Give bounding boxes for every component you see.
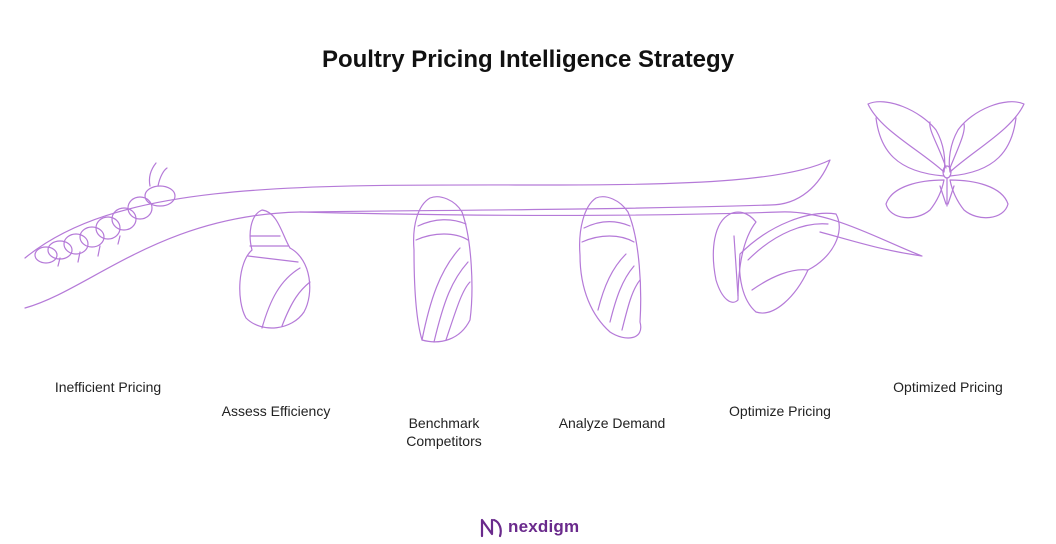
early-pupa-icon	[239, 209, 311, 329]
stage-label-optimized-pricing: Optimized Pricing	[893, 379, 1003, 395]
brand-name: nexdigm	[508, 517, 580, 536]
stage-label-assess-efficiency: Assess Efficiency	[221, 403, 331, 419]
stage-label-benchmark-competitors: Benchmark Competitors	[406, 415, 482, 449]
caterpillar-icon	[34, 162, 176, 267]
stage-label-analyze-demand: Analyze Demand	[558, 415, 666, 431]
butterfly-icon	[867, 101, 1025, 219]
brand-logo: nexdigm	[480, 514, 579, 540]
chrysalis-icon	[413, 196, 473, 343]
mature-chrysalis-icon	[579, 196, 642, 339]
branch-icon	[24, 159, 923, 309]
nexdigm-logo-icon	[480, 518, 502, 538]
stage-label-optimize-pricing: Optimize Pricing	[729, 403, 831, 419]
diagram-title: Poultry Pricing Intelligence Strategy	[321, 46, 735, 73]
emerging-butterfly-icon	[712, 211, 840, 314]
stage-label-inefficient-pricing: Inefficient Pricing	[54, 379, 162, 395]
